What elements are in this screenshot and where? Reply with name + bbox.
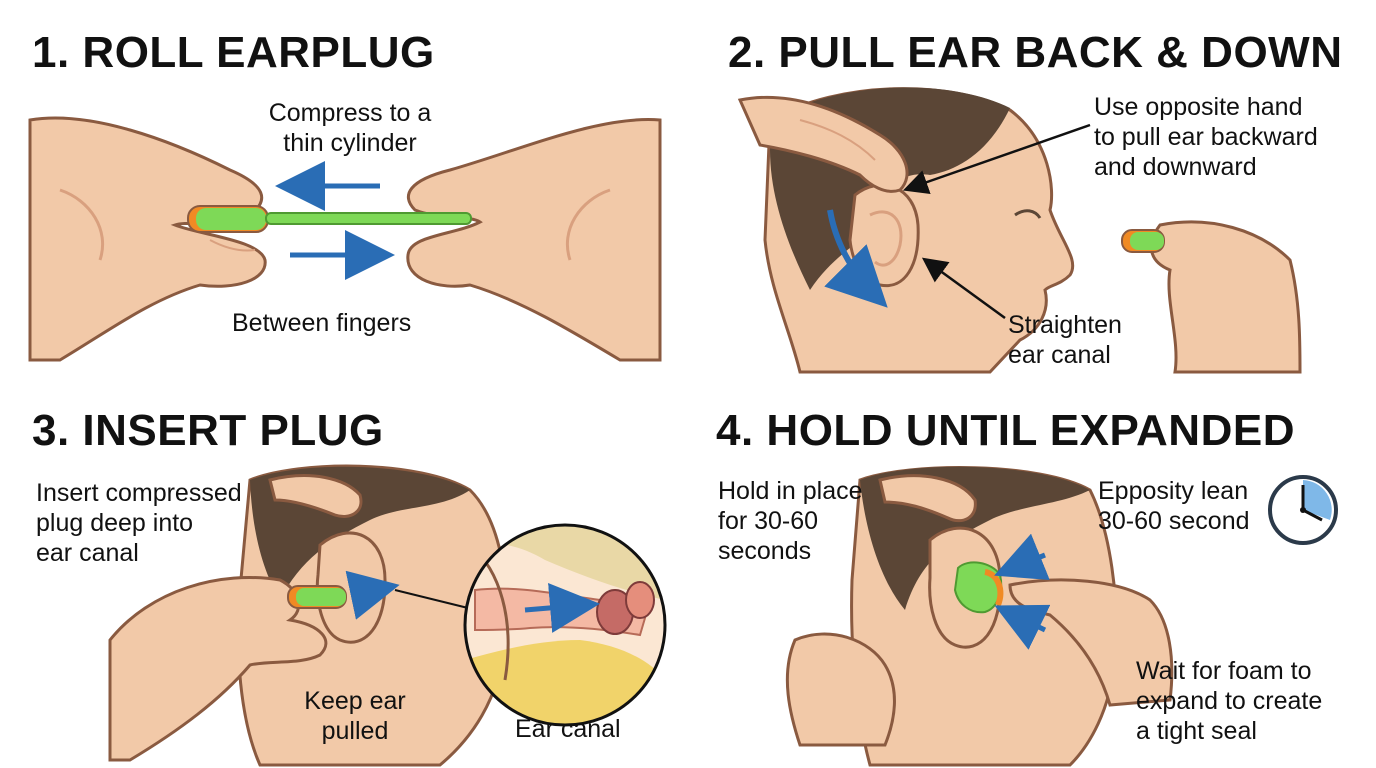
- panel-1-hands: [28, 116, 662, 362]
- ear-canal-cross-section-icon: [463, 523, 667, 727]
- step-3-title: 3. INSERT PLUG: [32, 406, 384, 455]
- label-between-fingers: Between fingers: [232, 309, 412, 337]
- clock-icon: [1268, 475, 1338, 545]
- label-opposite-hand: Use opposite hand to pull ear backward a…: [1094, 93, 1318, 181]
- earplug-icon: [187, 205, 472, 233]
- label-epposity: Epposity lean 30-60 second: [1098, 477, 1250, 535]
- step-4-title: 4. HOLD UNTIL EXPANDED: [716, 406, 1295, 455]
- step-2-title: 2. PULL EAR BACK & DOWN: [728, 28, 1343, 77]
- press-arrow-top: [994, 533, 1050, 581]
- panel-2-head: [737, 87, 1302, 374]
- label-compress: Compress to a thin cylinder: [268, 99, 432, 157]
- insert-arrow: [345, 570, 400, 620]
- press-arrow-bottom: [994, 604, 1051, 650]
- label-ear-canal: Ear canal: [515, 715, 621, 743]
- label-hold: Hold in place for 30-60 seconds: [718, 477, 863, 565]
- label-insert: Insert compressed plug deep into ear can…: [36, 479, 242, 567]
- pointer-opposite-hand: [902, 123, 1091, 195]
- panel-4-head: [785, 466, 1174, 767]
- pointer-straighten: [921, 257, 1006, 320]
- label-keep-pulled: Keep ear pulled: [304, 687, 406, 745]
- step-1-title: 1. ROLL EARPLUG: [32, 28, 435, 77]
- magnifier-connector: [394, 589, 469, 609]
- label-wait: Wait for foam to expand to create a tigh…: [1136, 657, 1323, 745]
- label-straighten: Straighten ear canal: [1008, 311, 1122, 369]
